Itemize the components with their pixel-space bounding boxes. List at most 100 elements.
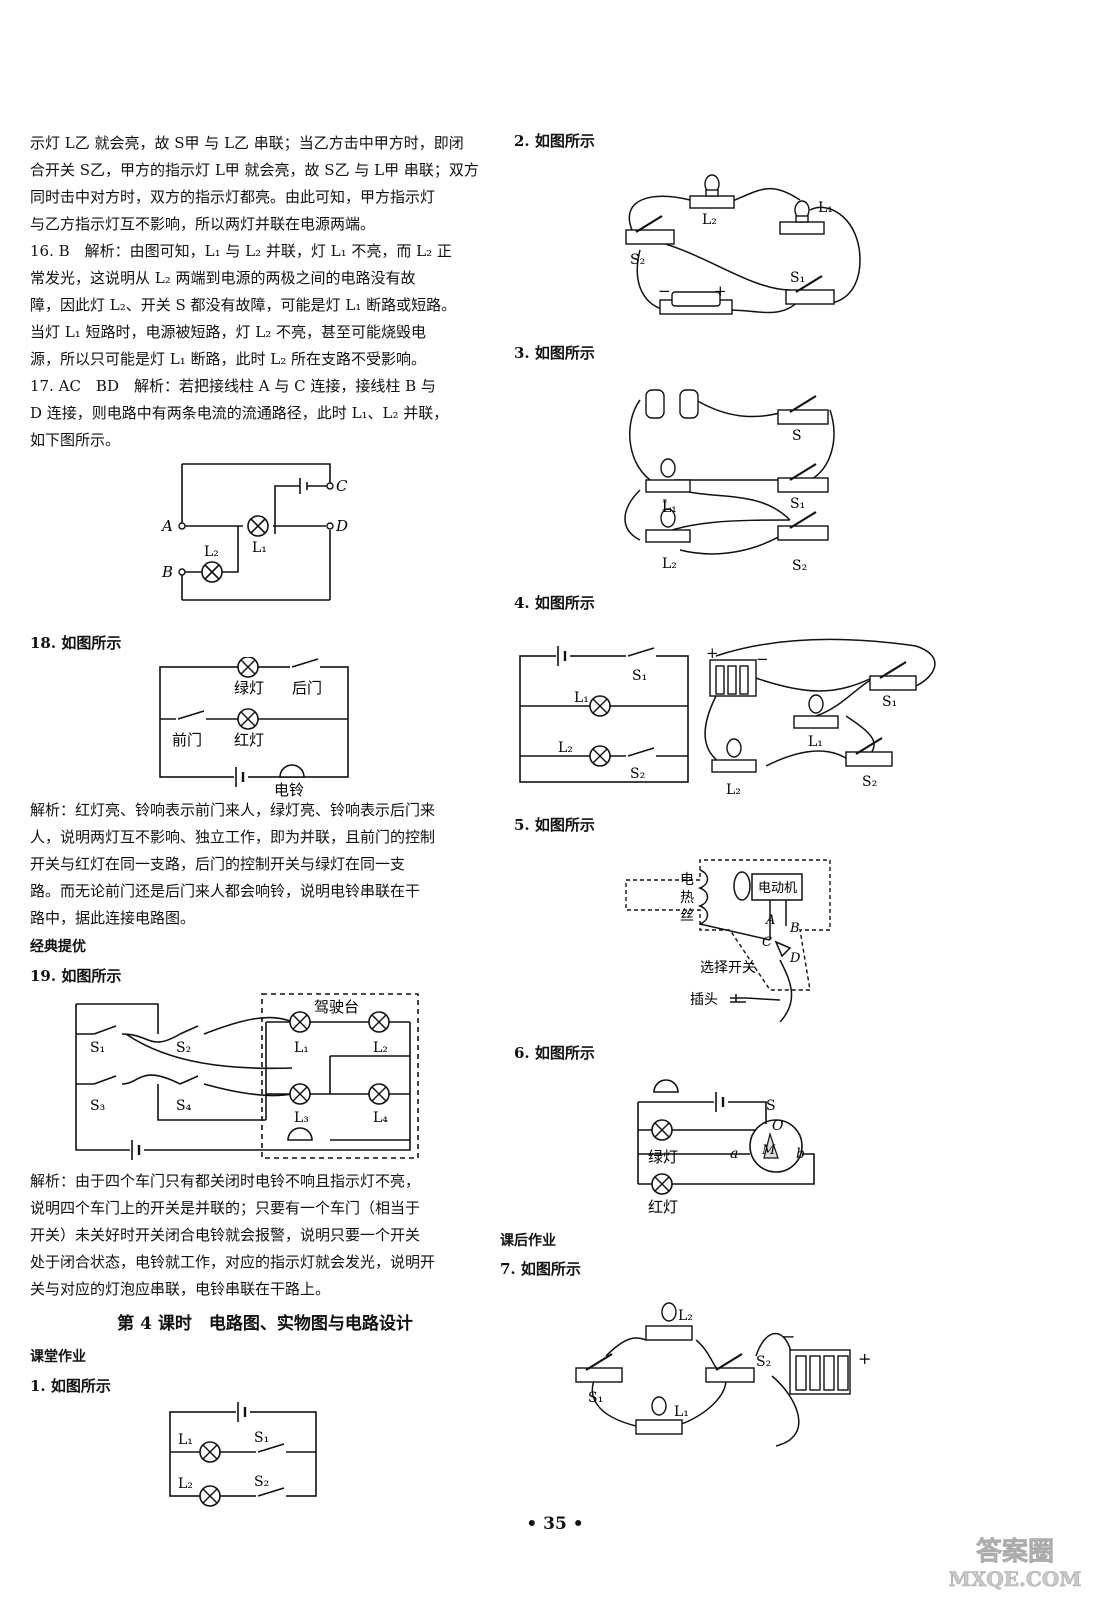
question-6-heading: 6. 如图所示 (514, 1042, 595, 1063)
lamp-l1-label: L₁ (674, 1404, 689, 1420)
question-19-heading: 19. 如图所示 (30, 967, 122, 985)
lamp-l1-label: L₁ (178, 1432, 193, 1448)
green-lamp-label: 绿灯 (234, 679, 264, 697)
contact-a-label: a (730, 1146, 738, 1162)
lamp-l1-label: L₁ (294, 1040, 309, 1056)
physical-l1-label: L₁ (808, 734, 823, 750)
lamp-l2-label: L₂ (662, 556, 677, 572)
figure-3-physical-circuit: S L S₁ L₁ L₂ S₂ (624, 389, 835, 574)
text-line: 常发光，这说明从 L₂ 两端到电源的两极之间的电路没有故 (30, 269, 416, 287)
switch-s-label: S (792, 428, 802, 444)
contact-b-label: B (789, 921, 800, 936)
text-line: 示灯 L乙 就会亮，故 S甲 与 L乙 串联；当乙方击中甲方时，即闭 (30, 134, 464, 152)
figure-19-circuit: 驾驶台 S₁ S₂ S₃ S₄ L₁ L₂ L₃ L₄ (75, 993, 419, 1160)
switch-s4-label: S₄ (176, 1098, 192, 1114)
motor-label: 电动机 (758, 881, 797, 896)
lamp-l2-label: L₂ (178, 1476, 193, 1492)
red-lamp-label: 红灯 (234, 731, 264, 749)
switch-s1-label: S₁ (790, 496, 805, 512)
heading-text: 4. 如图所示 (514, 594, 595, 612)
section-classic: 经典提优 (30, 939, 86, 955)
switch-s1-label: S₁ (632, 668, 647, 684)
battery-minus-label: − (756, 650, 769, 668)
lamp-l4-label: L₄ (373, 1110, 388, 1126)
contact-s-label: S (766, 1098, 776, 1114)
figure-5-hairdryer: 电 热 丝 电动机 A B C D 选择开关 插头 (625, 859, 831, 1023)
terminal-b-label: B (161, 563, 173, 581)
figure-6-circuit: S O M a b 绿灯 红灯 (637, 1079, 815, 1216)
heater-char-3: 丝 (680, 908, 694, 924)
battery-minus-label: − (658, 282, 671, 300)
lamp-l1-label: L₁ (574, 690, 589, 706)
switch-s1-label: S₁ (588, 1390, 603, 1406)
figure-17-circuit: C A D B L₁ L₂ (160, 463, 348, 601)
heading-text: 7. 如图所示 (500, 1260, 581, 1278)
question-18-heading: 18. 如图所示 (30, 634, 122, 652)
terminal-c-label: C (336, 477, 348, 495)
switch-s2-label: S₂ (254, 1474, 269, 1490)
heater-char-2: 热 (680, 890, 694, 906)
question-7-heading: 7. 如图所示 (500, 1258, 581, 1279)
heading-text: 2. 如图所示 (514, 132, 595, 150)
intro-paragraph: 示灯 L乙 就会亮，故 S甲 与 L乙 串联；当乙方击中甲方时，即闭 合开关 S… (30, 130, 500, 238)
text-line: 障，因此灯 L₂、开关 S 都没有故障，可能是灯 L₁ 断路或短路。 (30, 296, 457, 314)
text-line: 如下图所示。 (30, 431, 121, 449)
text-line: 开关与红灯在同一支路，后门的控制开关与绿灯在同一支 (30, 855, 406, 873)
lesson-heading: 第 4 课时 电路图、实物图与电路设计 (117, 1314, 413, 1334)
watermark-bottom: MXQE.COM (949, 1567, 1082, 1591)
left-column: 示灯 L乙 就会亮，故 S甲 与 L乙 串联；当乙方击中甲方时，即闭 合开关 S… (30, 130, 500, 1510)
text-line: 与乙方指示灯互不影响，所以两灯并联在电源两端。 (30, 215, 376, 233)
text-line: 当灯 L₁ 短路时，电源被短路，灯 L₂ 不亮，甚至可能烧毁电 (30, 323, 427, 341)
heading-text: 6. 如图所示 (514, 1044, 595, 1062)
lamp-l1-label: L₁ (252, 540, 267, 556)
question-16: 16. B 解析：由图可知，L₁ 与 L₂ 并联，灯 L₁ 不亮，而 L₂ 正 … (30, 238, 500, 373)
watermark-logo: 答案圈 MXQE.COM (948, 1536, 1082, 1592)
figure-1-circuit: L₁ L₂ S₁ S₂ (169, 1402, 317, 1507)
text-line: 关与对应的灯泡应串联，电铃串联在干路上。 (30, 1280, 331, 1298)
figure-18-circuit: 绿灯 后门 前门 红灯 电铃 (159, 657, 349, 797)
text-line: 同时击中对方时，双方的指示灯都亮。由此可知，甲方指示灯 (30, 188, 436, 206)
physical-s2-label: S₂ (862, 774, 877, 790)
battery-plus-label: + (858, 1349, 871, 1368)
watermark-top: 答案圈 (976, 1536, 1054, 1567)
figure-4-circuits: S₁ L₁ L₂ S₂ + − S₁ L₁ L₂ S₂ (519, 638, 936, 796)
bell-label: 电铃 (274, 781, 304, 797)
battery-plus-label: + (714, 282, 727, 300)
switch-s2-label: S₂ (792, 558, 807, 574)
terminal-a-label: A (160, 517, 173, 535)
question-4-heading: 4. 如图所示 (514, 592, 595, 613)
heater-char-1: 电 (680, 872, 694, 888)
switch-s2-label: S₂ (176, 1040, 191, 1056)
heading-text: 3. 如图所示 (514, 344, 595, 362)
question-5-heading: 5. 如图所示 (514, 814, 595, 835)
pivot-o-label: O (772, 1118, 784, 1134)
text-line: 开关）未关好时开关闭合电铃就会报警，说明只要一个开关 (30, 1226, 421, 1244)
contact-m-label: M (761, 1143, 776, 1158)
section-homework: 课后作业 (500, 1230, 556, 1250)
lamp-l2-label: L₂ (558, 740, 573, 756)
cab-label: 驾驶台 (314, 998, 359, 1016)
text-line: 源，所以只可能是灯 L₁ 断路，此时 L₂ 所在支路不受影响。 (30, 350, 427, 368)
text-line: 解析：由于四个车门只有都关闭时电铃不响且指示灯不亮， (30, 1172, 421, 1190)
lamp-l2-label: L₂ (373, 1040, 388, 1056)
text-line: 17. AC BD 解析：若把接线柱 A 与 C 连接，接线柱 B 与 (30, 377, 436, 395)
switch-s2-label: S₂ (630, 766, 645, 782)
physical-s1-label: S₁ (882, 694, 897, 710)
heading-text: 课后作业 (500, 1233, 556, 1249)
section-class-work: 课堂作业 (30, 1349, 86, 1365)
lamp-l2-label: L₂ (702, 212, 717, 228)
switch-s1-label: S₁ (254, 1430, 269, 1446)
text-line: 合开关 S乙，甲方的指示灯 L甲 就会亮，故 S乙 与 L甲 串联；双方 (30, 161, 479, 179)
text-line: 人，说明两灯互不影响、独立工作，即为并联，且前门的控制 (30, 828, 436, 846)
figure-7-physical-circuit: L₂ L₁ S₁ S₂ − + (575, 1302, 871, 1447)
switch-s2-label: S₂ (630, 252, 645, 268)
terminal-d-label: D (335, 517, 348, 535)
heading-text: 5. 如图所示 (514, 816, 595, 834)
lamp-l1-label: L₁ (818, 200, 833, 216)
lamp-l-label: L (662, 498, 671, 514)
text-line: D 连接，则电路中有两条电流的流通路径，此时 L₁、L₂ 并联， (30, 404, 449, 422)
question-1-heading: 1. 如图所示 (30, 1377, 111, 1395)
selector-switch-label: 选择开关 (700, 960, 756, 976)
physical-l2-label: L₂ (726, 782, 741, 796)
text-line: 16. B 解析：由图可知，L₁ 与 L₂ 并联，灯 L₁ 不亮，而 L₂ 正 (30, 242, 452, 260)
